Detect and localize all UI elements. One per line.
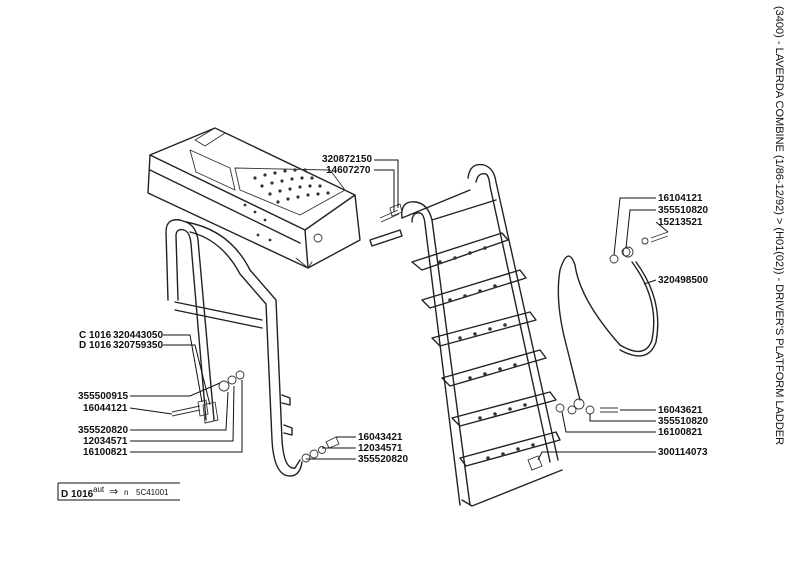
cable-drawing: [557, 246, 659, 410]
variant-c-label: C 1016: [79, 330, 112, 341]
note-arrow: ⇒: [109, 486, 118, 498]
platform-drawing: [147, 127, 361, 269]
handrail-drawing: [165, 219, 303, 477]
part-300114073: 300114073: [658, 447, 708, 458]
part-16043621: 16043621: [658, 405, 703, 416]
leader-lines: [129, 159, 669, 461]
ladder-drawing: [369, 163, 563, 507]
hardware-right-bottom: [527, 403, 618, 471]
part-16043421: 16043421: [358, 432, 403, 443]
part-355500915: 355500915: [78, 391, 128, 402]
variant-d-label: D 1016: [79, 340, 112, 351]
note-serial: 5C41001: [136, 488, 169, 497]
hardware-left: [171, 370, 245, 417]
note-model: D 1016: [61, 489, 94, 500]
part-16104121-right: 16104121: [658, 193, 703, 204]
part-16100821-bottom: 16100821: [658, 427, 703, 438]
part-355520820-middle: 355520820: [358, 454, 408, 465]
hardware-right-top: [609, 231, 669, 264]
part-16044121: 16044121: [83, 403, 128, 414]
part-16100821-left: 16100821: [83, 447, 128, 458]
part-355520820-left: 355520820: [78, 425, 128, 436]
part-320443050: 320443050: [113, 330, 163, 341]
part-12034571-left: 12034571: [83, 436, 128, 447]
platform-holes: [243, 168, 330, 242]
part-320498500: 320498500: [658, 275, 708, 286]
note-aut: aut: [93, 485, 105, 494]
ladder-holes: [438, 246, 535, 460]
part-12034571-middle: 12034571: [358, 443, 403, 454]
part-14607270: 14607270: [326, 165, 371, 176]
diagram-title: (3400) - LAVERDA COMBINE (1/86-12/92) > …: [773, 6, 785, 445]
part-355510820-right: 355510820: [658, 205, 708, 216]
part-355510820-bottom: 355510820: [658, 416, 708, 427]
serial-note: D 1016 aut ⇒ n 5C41001: [57, 482, 180, 501]
part-15213521: 15213521: [658, 217, 703, 228]
part-320759350: 320759350: [113, 340, 163, 351]
hardware-top: [379, 203, 403, 223]
part-320872150: 320872150: [322, 154, 372, 165]
note-n: n: [124, 488, 128, 497]
hardware-middle: [301, 436, 340, 463]
